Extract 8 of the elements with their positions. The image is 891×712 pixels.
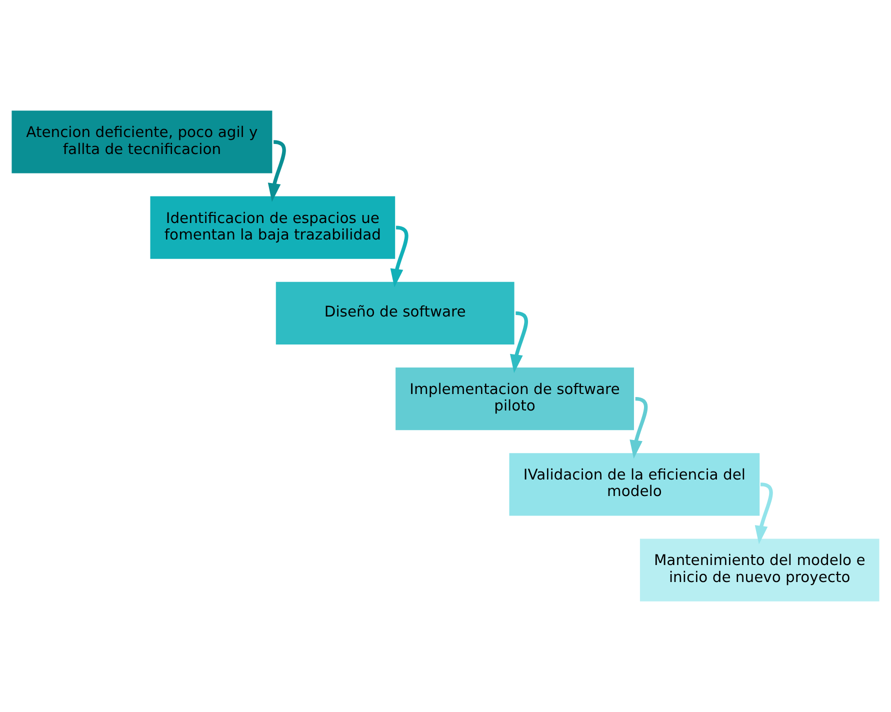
node-box: Mantenimiento del modelo e inicio de nuevo proyecto [640, 538, 880, 602]
node-box: Identificacion de espacios ue fomentan la baja trazabilidad [150, 196, 396, 259]
node-box: IValidacion de la eficiencia del modelo [509, 453, 760, 516]
arrow [754, 482, 773, 544]
node-box: Diseño de software [276, 282, 514, 344]
arrow [630, 396, 648, 459]
node-box: Atencion deficiente, poco agil y fallta de tecnificacion [12, 110, 272, 174]
node-box: Implementacion de software piloto [396, 368, 634, 430]
